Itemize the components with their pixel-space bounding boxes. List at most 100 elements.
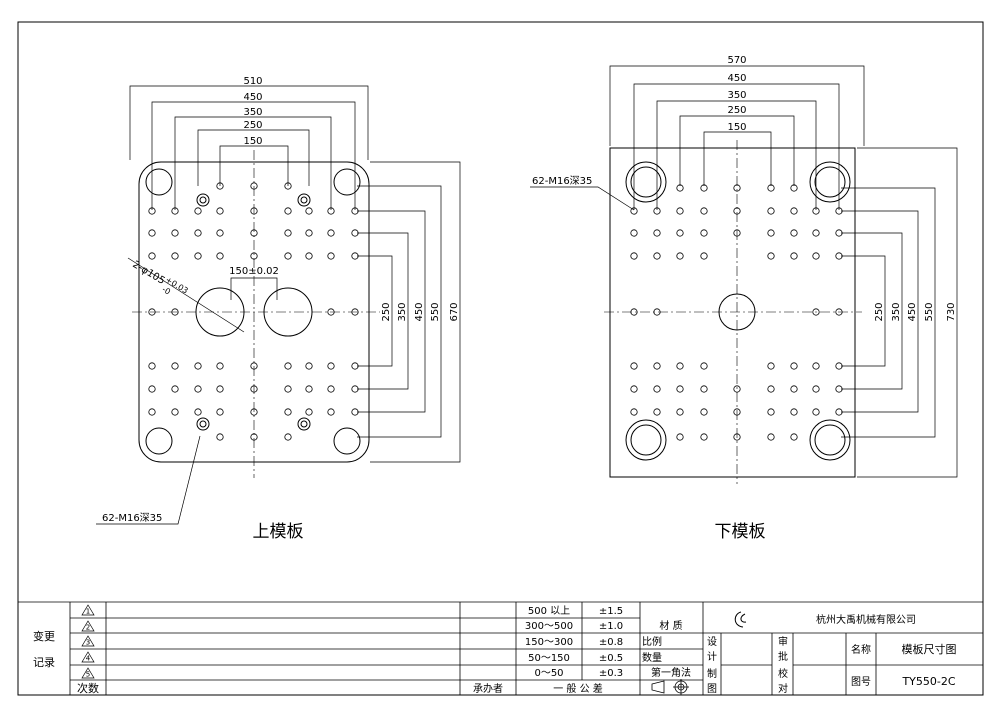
thread-hole xyxy=(733,207,741,215)
upper-dim-width-250: 250 xyxy=(243,120,262,131)
thread-hole xyxy=(171,385,179,393)
thread-hole xyxy=(733,433,741,441)
upper-plate-caption: 上模板 xyxy=(253,522,304,542)
thread-hole xyxy=(284,207,292,215)
upper-dim-height-250: 250 xyxy=(381,302,392,321)
thread-hole xyxy=(630,385,638,393)
revision-number: 4 xyxy=(86,655,91,663)
upper-dim-height-550: 550 xyxy=(430,302,441,321)
upper-dim-width-350: 350 xyxy=(243,107,262,118)
lower-dim-height-250: 250 xyxy=(874,302,885,321)
upper-thread-holes xyxy=(148,182,359,441)
lower-thread-leader xyxy=(530,186,635,211)
thread-hole xyxy=(767,362,775,370)
tolerance-range: 50～150 xyxy=(528,653,570,664)
upper-bore-note-lower-tol: -0 xyxy=(160,285,171,297)
lower-dim-height-550: 550 xyxy=(924,302,935,321)
upper-dim-height-450: 450 xyxy=(414,302,425,321)
thread-hole xyxy=(653,385,661,393)
thread-hole xyxy=(284,385,292,393)
upper-dim-width-510: 510 xyxy=(243,76,262,87)
thread-hole xyxy=(216,362,224,370)
thread-hole xyxy=(676,207,684,215)
drafting-label-1: 制 xyxy=(707,667,717,680)
thread-hole xyxy=(216,433,224,441)
thread-hole xyxy=(216,408,224,416)
revision-number: 2 xyxy=(86,624,90,632)
thread-hole xyxy=(767,229,775,237)
thread-hole xyxy=(250,207,258,215)
lower-tie-bar-boss xyxy=(809,419,851,461)
thread-hole xyxy=(148,362,156,370)
thread-hole xyxy=(790,408,798,416)
lower-dim-height-730: 730 xyxy=(946,302,957,321)
company-name: 杭州大禹机械有限公司 xyxy=(816,613,916,626)
tolerance-range: 500 以上 xyxy=(528,605,570,617)
revision-triangle-icon xyxy=(81,651,95,663)
undertaker-label: 承办者 xyxy=(473,682,503,695)
thread-hole xyxy=(171,229,179,237)
thread-hole xyxy=(676,385,684,393)
thread-hole xyxy=(305,362,313,370)
tolerance-value: ±0.5 xyxy=(599,653,623,664)
revision-triangle-icon xyxy=(81,635,95,647)
upper-bore-note: 2-φ105 +0.03 -0 xyxy=(130,259,189,297)
thread-hole xyxy=(812,362,820,370)
thread-hole xyxy=(194,207,202,215)
tolerance-value: ±0.3 xyxy=(599,668,623,679)
check-label-2: 对 xyxy=(778,682,788,695)
thread-hole xyxy=(653,362,661,370)
sheet-border xyxy=(17,21,984,696)
thread-hole xyxy=(812,385,820,393)
thread-hole xyxy=(216,229,224,237)
thread-hole xyxy=(194,408,202,416)
thread-hole xyxy=(250,362,258,370)
thread-hole xyxy=(284,362,292,370)
lower-tie-bar-boss xyxy=(625,419,667,461)
tolerance-value: ±1.0 xyxy=(599,621,623,632)
thread-hole xyxy=(812,308,820,316)
upper-vertical-dim-labels: 250 350 450 550 670 xyxy=(381,302,460,321)
revision-triangle-icon xyxy=(81,620,95,632)
thread-hole xyxy=(216,385,224,393)
lower-dim-height-450: 450 xyxy=(907,302,918,321)
thread-hole xyxy=(250,433,258,441)
upper-horizontal-dim-labels: 510 450 350 250 150 xyxy=(243,76,262,147)
upper-center-bore-right xyxy=(263,287,313,337)
thread-hole xyxy=(216,207,224,215)
upper-dim-width-150: 150 xyxy=(243,136,262,147)
lower-vertical-dim-labels: 250 350 450 550 730 xyxy=(874,302,957,321)
thread-hole xyxy=(194,362,202,370)
upper-vertical-dimensions xyxy=(357,161,461,463)
upper-guide-bushing xyxy=(297,193,311,207)
thread-hole xyxy=(733,229,741,237)
thread-hole xyxy=(790,362,798,370)
thread-hole xyxy=(767,207,775,215)
thread-hole xyxy=(630,252,638,260)
projection-label: 第一角法 xyxy=(651,666,691,679)
drawing-no-label: 图号 xyxy=(851,676,871,688)
upper-guide-bushing xyxy=(196,193,210,207)
upper-bore-note-dia: 2-φ105 xyxy=(130,259,166,287)
upper-corner-boss xyxy=(145,427,173,455)
thread-hole xyxy=(790,252,798,260)
lower-horizontal-dimensions xyxy=(609,65,865,210)
thread-hole xyxy=(790,229,798,237)
upper-thread-leader xyxy=(96,435,201,525)
lower-dim-width-570: 570 xyxy=(727,55,746,66)
upper-guide-bushing xyxy=(297,417,311,431)
thread-hole xyxy=(250,252,258,260)
thread-hole xyxy=(148,229,156,237)
thread-hole xyxy=(676,252,684,260)
thread-hole xyxy=(148,408,156,416)
tolerance-range: 150～300 xyxy=(525,637,573,648)
thread-hole xyxy=(630,408,638,416)
thread-hole xyxy=(305,385,313,393)
quantity-label: 数量 xyxy=(642,651,662,664)
thread-hole xyxy=(767,252,775,260)
thread-hole xyxy=(812,408,820,416)
thread-hole xyxy=(284,408,292,416)
thread-hole xyxy=(700,362,708,370)
